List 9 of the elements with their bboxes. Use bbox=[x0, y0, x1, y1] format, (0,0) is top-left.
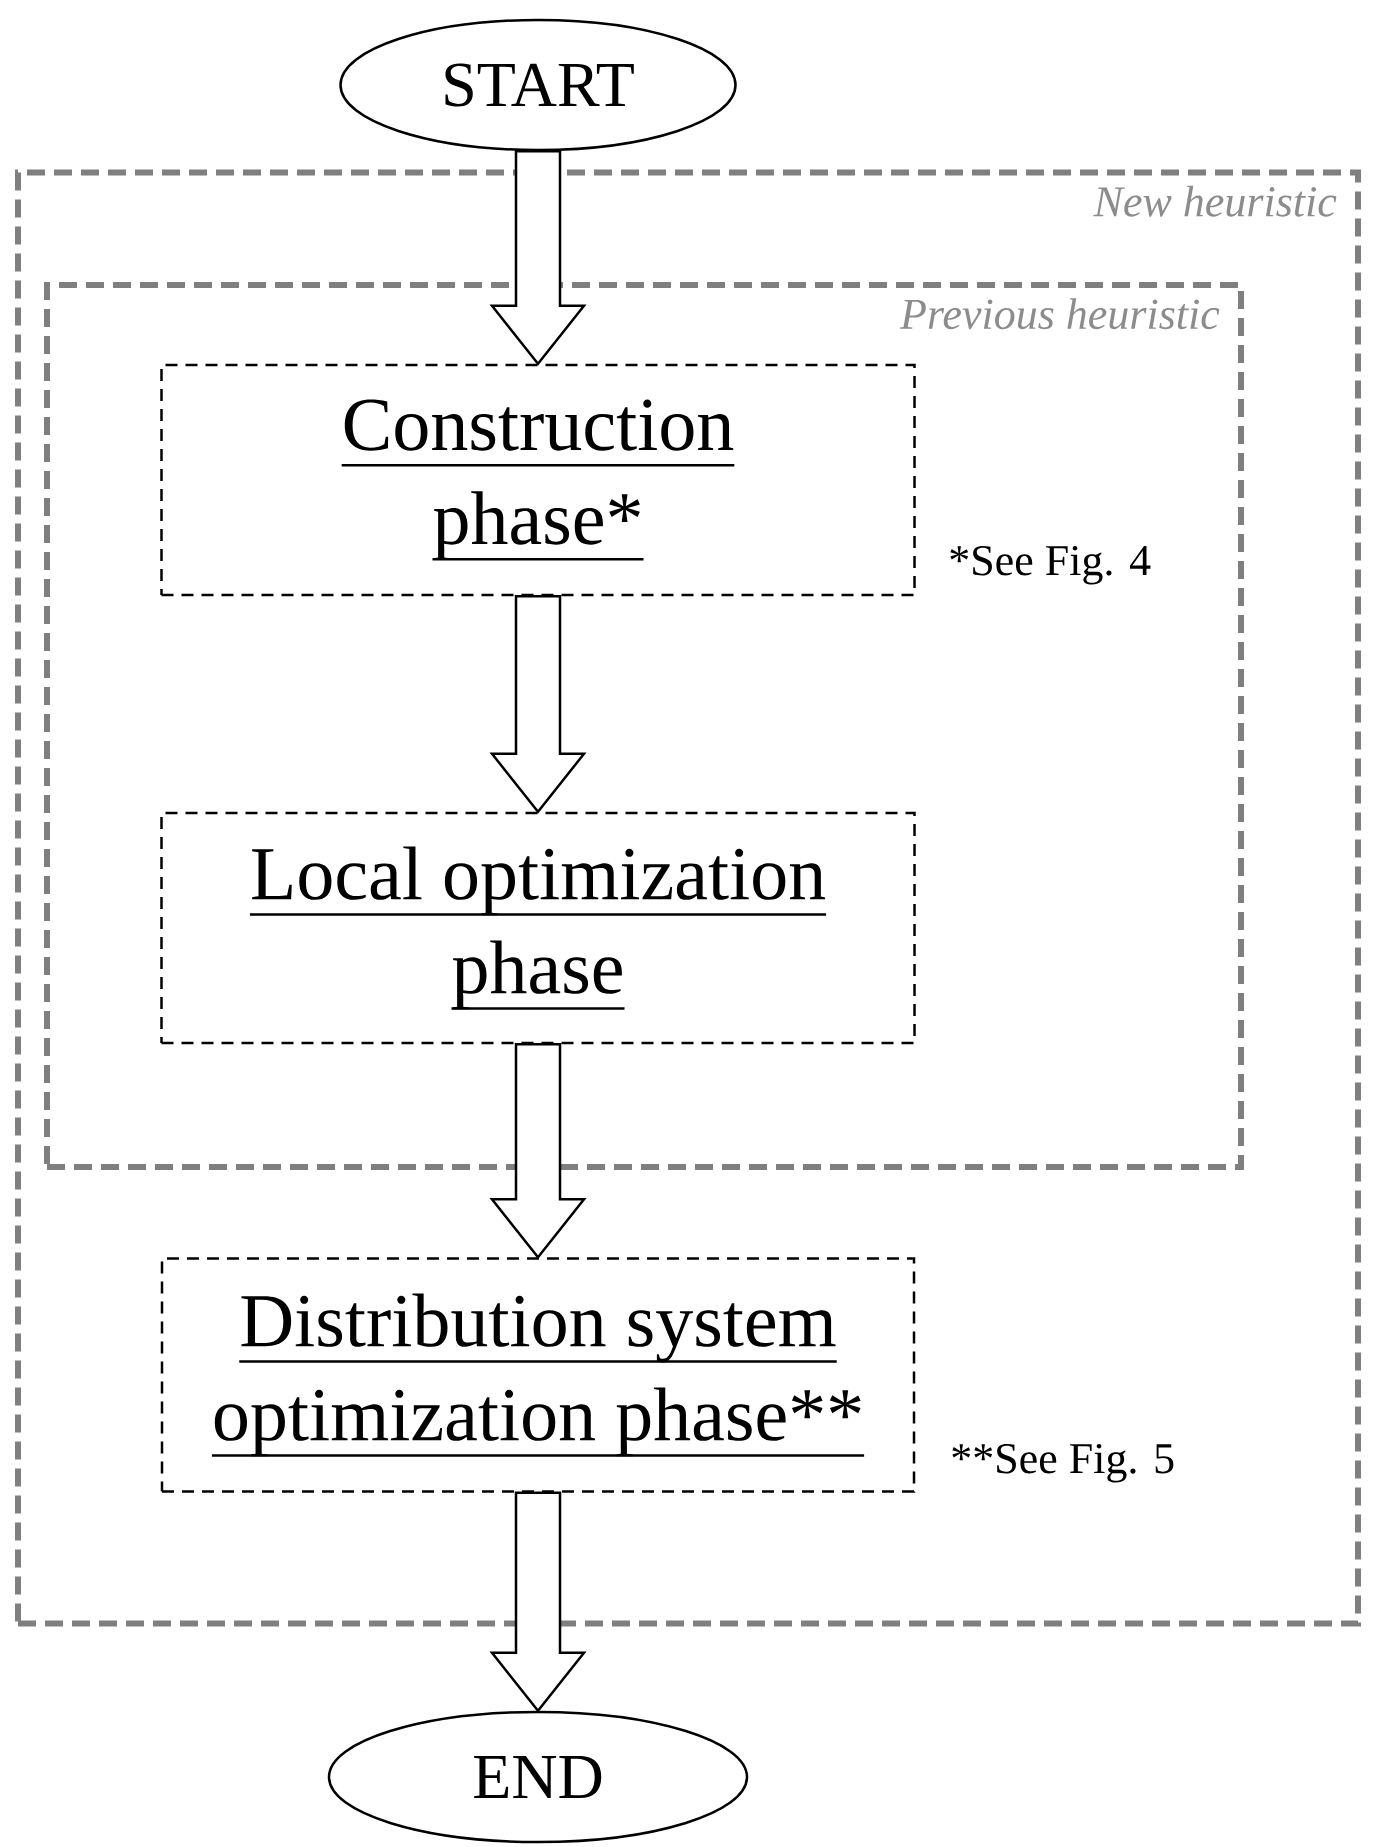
block-arrow bbox=[489, 1043, 587, 1260]
process-box: Construction phase* bbox=[160, 363, 916, 597]
note-text: **See Fig. 5 bbox=[952, 1443, 1174, 1483]
process-box: Local optimization phase bbox=[160, 811, 916, 1045]
note-text: *See Fig. 4 bbox=[950, 545, 1151, 585]
block-arrow bbox=[489, 150, 587, 366]
block-arrow bbox=[489, 1491, 587, 1713]
block-arrow bbox=[489, 595, 587, 814]
process-box: Distribution system optimization phase** bbox=[160, 1257, 916, 1493]
